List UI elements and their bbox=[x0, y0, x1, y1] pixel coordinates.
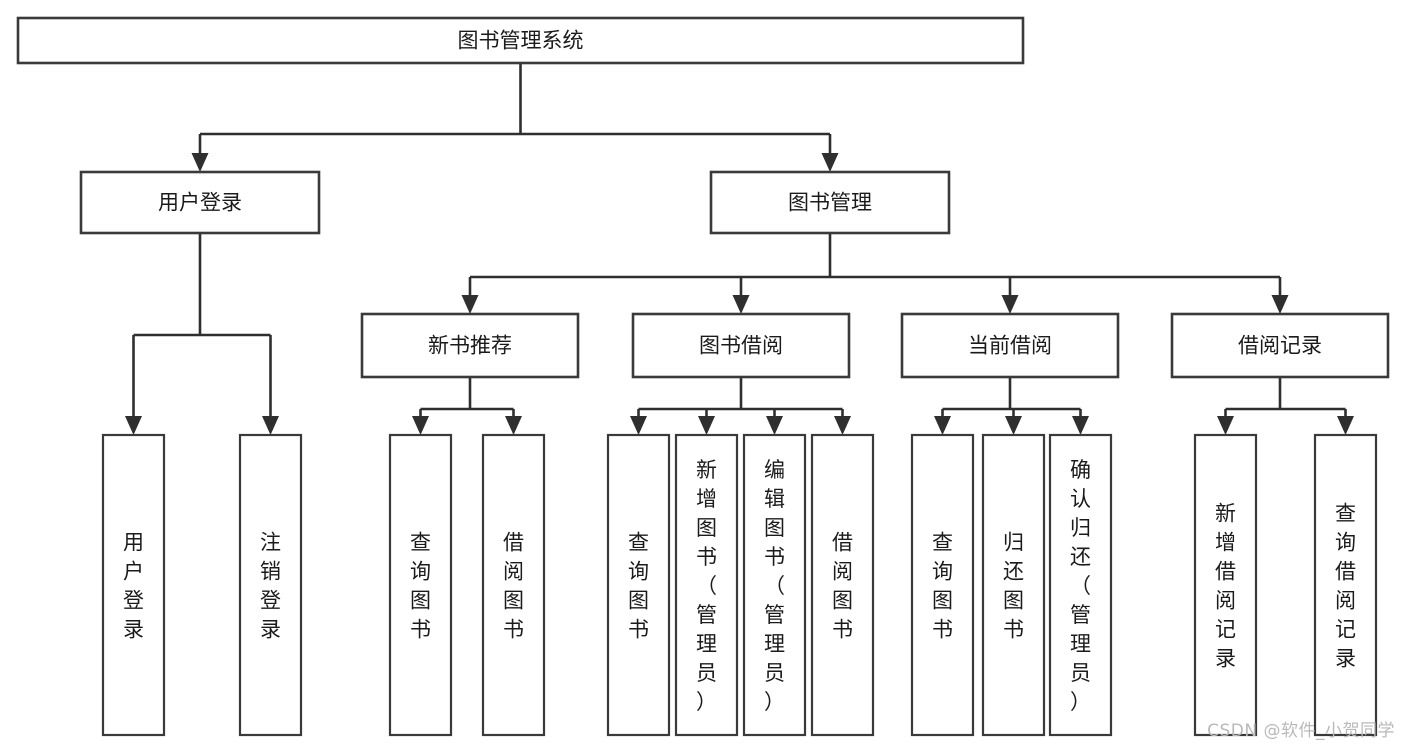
node-box-new-book-recommend bbox=[360, 312, 580, 379]
node-label-new-book-recommend: 新书推荐 bbox=[428, 334, 512, 358]
node-box-book-borrow bbox=[631, 312, 851, 379]
node-box-return-book bbox=[981, 433, 1046, 737]
edge-root-user-login-arrowhead bbox=[191, 153, 209, 172]
node-box-borrow-book-1 bbox=[481, 433, 546, 737]
edge-current-borrow-confirm-return-admin-arrowhead bbox=[1072, 416, 1089, 435]
node-label-add-book-admin: 新增图书（管理员） bbox=[696, 458, 717, 714]
edge-borrow-record-add-borrow-record-arrowhead bbox=[1217, 416, 1234, 435]
node-root[interactable]: 图书管理系统 bbox=[16, 16, 1025, 65]
node-label-user-login: 用户登录 bbox=[158, 191, 242, 215]
node-label-borrow-book-1: 借阅图书 bbox=[503, 531, 524, 642]
node-query-borrow-record[interactable]: 查询借阅记录 bbox=[1313, 433, 1378, 737]
node-return-book[interactable]: 归还图书 bbox=[981, 433, 1046, 737]
node-book-management[interactable]: 图书管理 bbox=[709, 170, 951, 235]
node-book-borrow[interactable]: 图书借阅 bbox=[631, 312, 851, 379]
node-label-query-book-2: 查询图书 bbox=[628, 531, 649, 642]
edge-bm-new-book-recommend-arrowhead bbox=[461, 295, 479, 314]
edge-book-borrow-edit-book-admin-arrowhead bbox=[766, 416, 783, 435]
edge-current-borrow-return-book-arrowhead bbox=[1005, 416, 1022, 435]
node-edit-book-admin[interactable]: 编辑图书（管理员） bbox=[742, 433, 807, 737]
node-box-confirm-return-admin bbox=[1048, 433, 1113, 737]
node-label-return-book: 归还图书 bbox=[1003, 531, 1024, 642]
node-label-borrow-book-2: 借阅图书 bbox=[832, 531, 853, 642]
node-box-add-borrow-record bbox=[1193, 433, 1258, 737]
edge-bm-current-borrow-arrowhead bbox=[1001, 295, 1019, 314]
edge-current-borrow-query-book-3-arrowhead bbox=[934, 416, 951, 435]
node-box-query-book-3 bbox=[910, 433, 975, 737]
node-box-user-login-do bbox=[101, 433, 166, 737]
node-label-book-borrow: 图书借阅 bbox=[699, 334, 783, 358]
node-box-query-book-2 bbox=[606, 433, 671, 737]
node-add-borrow-record[interactable]: 新增借阅记录 bbox=[1193, 433, 1258, 737]
node-box-current-borrow bbox=[900, 312, 1120, 379]
node-box-borrow-record bbox=[1170, 312, 1390, 379]
node-label-borrow-record: 借阅记录 bbox=[1238, 334, 1322, 358]
edge-book-borrow-borrow-book-2-arrowhead bbox=[834, 416, 851, 435]
node-box-root bbox=[16, 16, 1025, 65]
node-box-user-logout bbox=[238, 433, 303, 737]
node-borrow-record[interactable]: 借阅记录 bbox=[1170, 312, 1390, 379]
connector-layer bbox=[125, 63, 1354, 435]
node-new-book-recommend[interactable]: 新书推荐 bbox=[360, 312, 580, 379]
edge-bm-borrow-record-arrowhead bbox=[1271, 295, 1289, 314]
node-query-book-3[interactable]: 查询图书 bbox=[910, 433, 975, 737]
node-label-book-management: 图书管理 bbox=[788, 191, 872, 215]
edge-bm-book-borrow-arrowhead bbox=[732, 295, 750, 314]
node-borrow-book-1[interactable]: 借阅图书 bbox=[481, 433, 546, 737]
node-box-edit-book-admin bbox=[742, 433, 807, 737]
node-box-query-book-1 bbox=[388, 433, 453, 737]
node-borrow-book-2[interactable]: 借阅图书 bbox=[810, 433, 875, 737]
edge-new-book-recommend-borrow-book-1-arrowhead bbox=[505, 416, 522, 435]
edge-user-login-user-login-do-arrowhead bbox=[125, 416, 142, 435]
node-current-borrow[interactable]: 当前借阅 bbox=[900, 312, 1120, 379]
node-label-current-borrow: 当前借阅 bbox=[968, 334, 1052, 358]
edge-user-login-user-logout-arrowhead bbox=[262, 416, 279, 435]
node-label-user-login-do: 用户登录 bbox=[123, 531, 144, 642]
edge-borrow-record-query-borrow-record-arrowhead bbox=[1337, 416, 1354, 435]
node-add-book-admin[interactable]: 新增图书（管理员） bbox=[674, 433, 739, 737]
node-label-root: 图书管理系统 bbox=[458, 29, 584, 53]
node-box-borrow-book-2 bbox=[810, 433, 875, 737]
edge-root-book-management-arrowhead bbox=[821, 153, 839, 172]
node-label-confirm-return-admin: 确认归还（管理员） bbox=[1070, 458, 1091, 714]
node-label-add-borrow-record: 新增借阅记录 bbox=[1215, 502, 1236, 671]
node-user-logout[interactable]: 注销登录 bbox=[238, 433, 303, 737]
node-label-edit-book-admin: 编辑图书（管理员） bbox=[764, 458, 785, 714]
node-box-query-borrow-record bbox=[1313, 433, 1378, 737]
node-label-query-book-3: 查询图书 bbox=[932, 531, 953, 642]
node-confirm-return-admin[interactable]: 确认归还（管理员） bbox=[1048, 433, 1113, 737]
csdn-watermark: CSDN @软件_小贺同学 bbox=[1207, 721, 1395, 741]
node-user-login[interactable]: 用户登录 bbox=[79, 170, 321, 235]
node-box-add-book-admin bbox=[674, 433, 739, 737]
node-box-user-login bbox=[79, 170, 321, 235]
node-user-login-do[interactable]: 用户登录 bbox=[101, 433, 166, 737]
node-query-book-2[interactable]: 查询图书 bbox=[606, 433, 671, 737]
node-label-query-book-1: 查询图书 bbox=[410, 531, 431, 642]
node-label-query-borrow-record: 查询借阅记录 bbox=[1335, 502, 1356, 671]
node-query-book-1[interactable]: 查询图书 bbox=[388, 433, 453, 737]
edge-book-borrow-add-book-admin-arrowhead bbox=[698, 416, 715, 435]
node-box-book-management bbox=[709, 170, 951, 235]
edge-book-borrow-query-book-2-arrowhead bbox=[630, 416, 647, 435]
node-label-user-logout: 注销登录 bbox=[260, 531, 281, 642]
edge-new-book-recommend-query-book-1-arrowhead bbox=[412, 416, 429, 435]
